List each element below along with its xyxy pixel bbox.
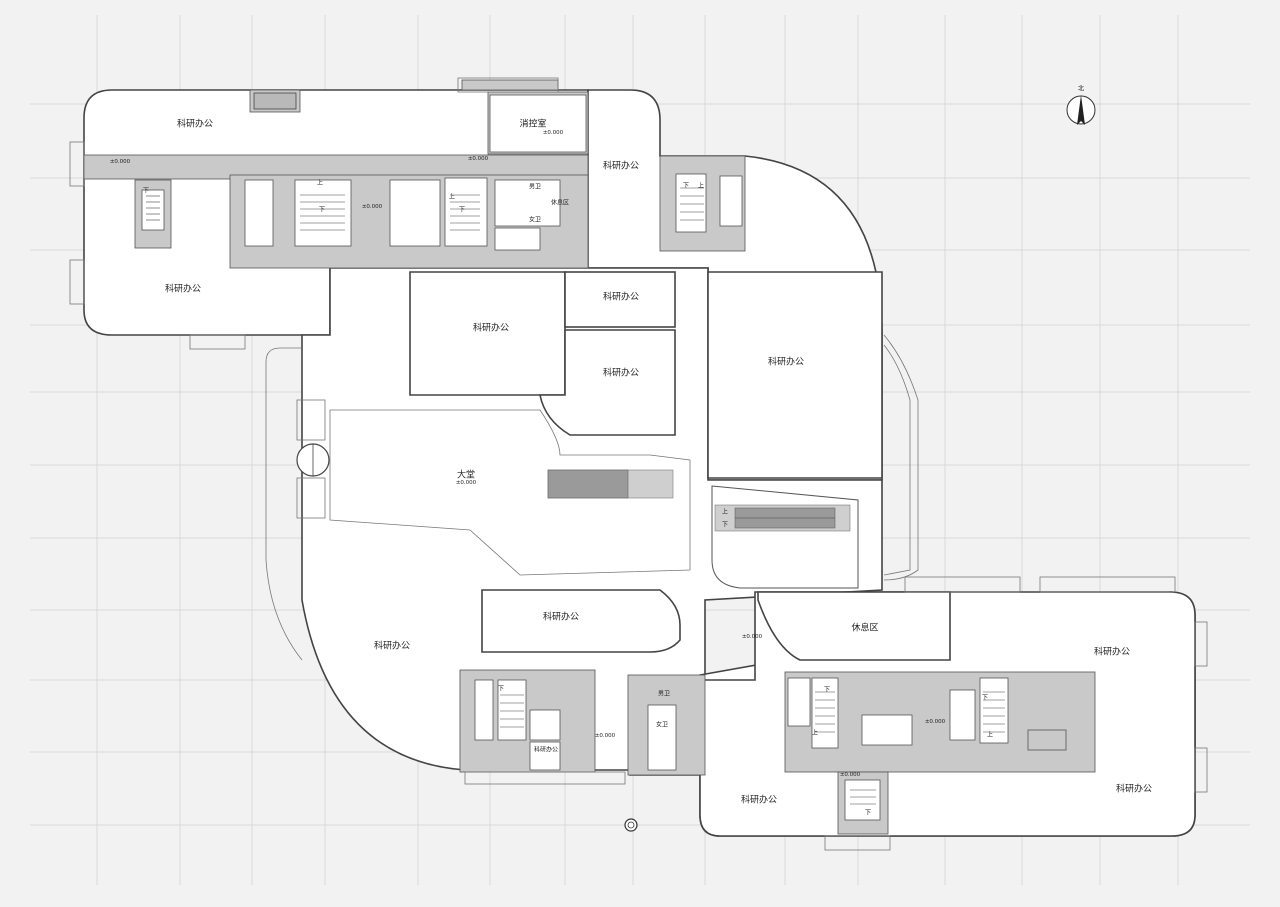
room-label-female-wc-2: 女卫 (656, 721, 668, 729)
room-label-office-11: 科研办公 (741, 794, 777, 806)
level-marker-5: ±0.000 (456, 480, 477, 486)
stair-up-4: 上 (812, 729, 818, 737)
level-marker-3: ±0.000 (543, 130, 564, 136)
stair-down-8: 下 (865, 810, 871, 817)
canopies (69, 77, 1208, 851)
room-label-lounge: 休息区 (851, 622, 878, 634)
stair-up-2: 上 (317, 179, 323, 187)
column-marker-inner (627, 821, 635, 829)
escalators (547, 469, 851, 532)
level-marker-6: ±0.000 (742, 634, 763, 640)
stair-up-5: 上 (987, 731, 993, 739)
revolving-door (296, 399, 330, 519)
room-label-male-wc-1: 男卫 (529, 184, 541, 191)
level-marker-7: ±0.000 (595, 733, 616, 739)
room-label-office-13: 科研办公 (534, 746, 558, 754)
stair-down-6: 下 (824, 687, 830, 694)
stair-down-3: 下 (319, 207, 325, 214)
room-label-office-6: 科研办公 (473, 322, 509, 334)
room-label-office-10: 科研办公 (1094, 646, 1130, 658)
room-label-office-5: 科研办公 (603, 367, 639, 379)
room-label-office-9: 科研办公 (374, 640, 410, 652)
level-marker-9: ±0.000 (840, 772, 861, 778)
column-marker (624, 818, 638, 832)
south-cores (459, 669, 1096, 835)
room-label-office-12: 科研办公 (1116, 783, 1152, 795)
north-label: 北 (1078, 85, 1084, 93)
room-label-office-8: 科研办公 (543, 611, 579, 623)
room-label-lobby: 大堂 (457, 469, 475, 481)
north-core (83, 79, 746, 269)
room-label-male-wc-2: 男卫 (658, 691, 670, 698)
room-label-lounge-small: 休息区 (551, 199, 569, 207)
east-ramp (883, 334, 919, 581)
stair-up-3: 上 (698, 182, 704, 190)
south-stair-treads (500, 691, 1005, 805)
north-arrow: 北 (1066, 85, 1096, 125)
room-label-office-4: 科研办公 (603, 291, 639, 303)
stair-down-7: 下 (982, 695, 988, 702)
room-label-office-7: 科研办公 (768, 356, 804, 368)
stair-down-2: 下 (459, 207, 465, 214)
level-marker-8: ±0.000 (925, 719, 946, 725)
central-rooms (329, 271, 951, 661)
stair-up-1: 上 (449, 193, 455, 201)
west-canopy (265, 347, 303, 661)
stair-treads (146, 187, 704, 231)
escalator-up-label: 上 (722, 508, 728, 516)
level-marker-1: ±0.000 (110, 159, 131, 165)
room-label-office-2: 科研办公 (165, 283, 201, 295)
level-marker-4: ±0.000 (362, 204, 383, 210)
stair-down-5: 下 (498, 686, 504, 693)
room-label-fire-control: 消控室 (519, 118, 546, 130)
room-label-female-wc-1: 女卫 (529, 216, 541, 224)
stair-down-4: 下 (683, 183, 689, 190)
stair-down-1: 下 (143, 188, 149, 195)
escalator-down-label: 下 (722, 522, 728, 529)
room-label-office-1: 科研办公 (177, 118, 213, 130)
room-label-office-3: 科研办公 (603, 160, 639, 172)
level-marker-2: ±0.000 (468, 156, 489, 162)
